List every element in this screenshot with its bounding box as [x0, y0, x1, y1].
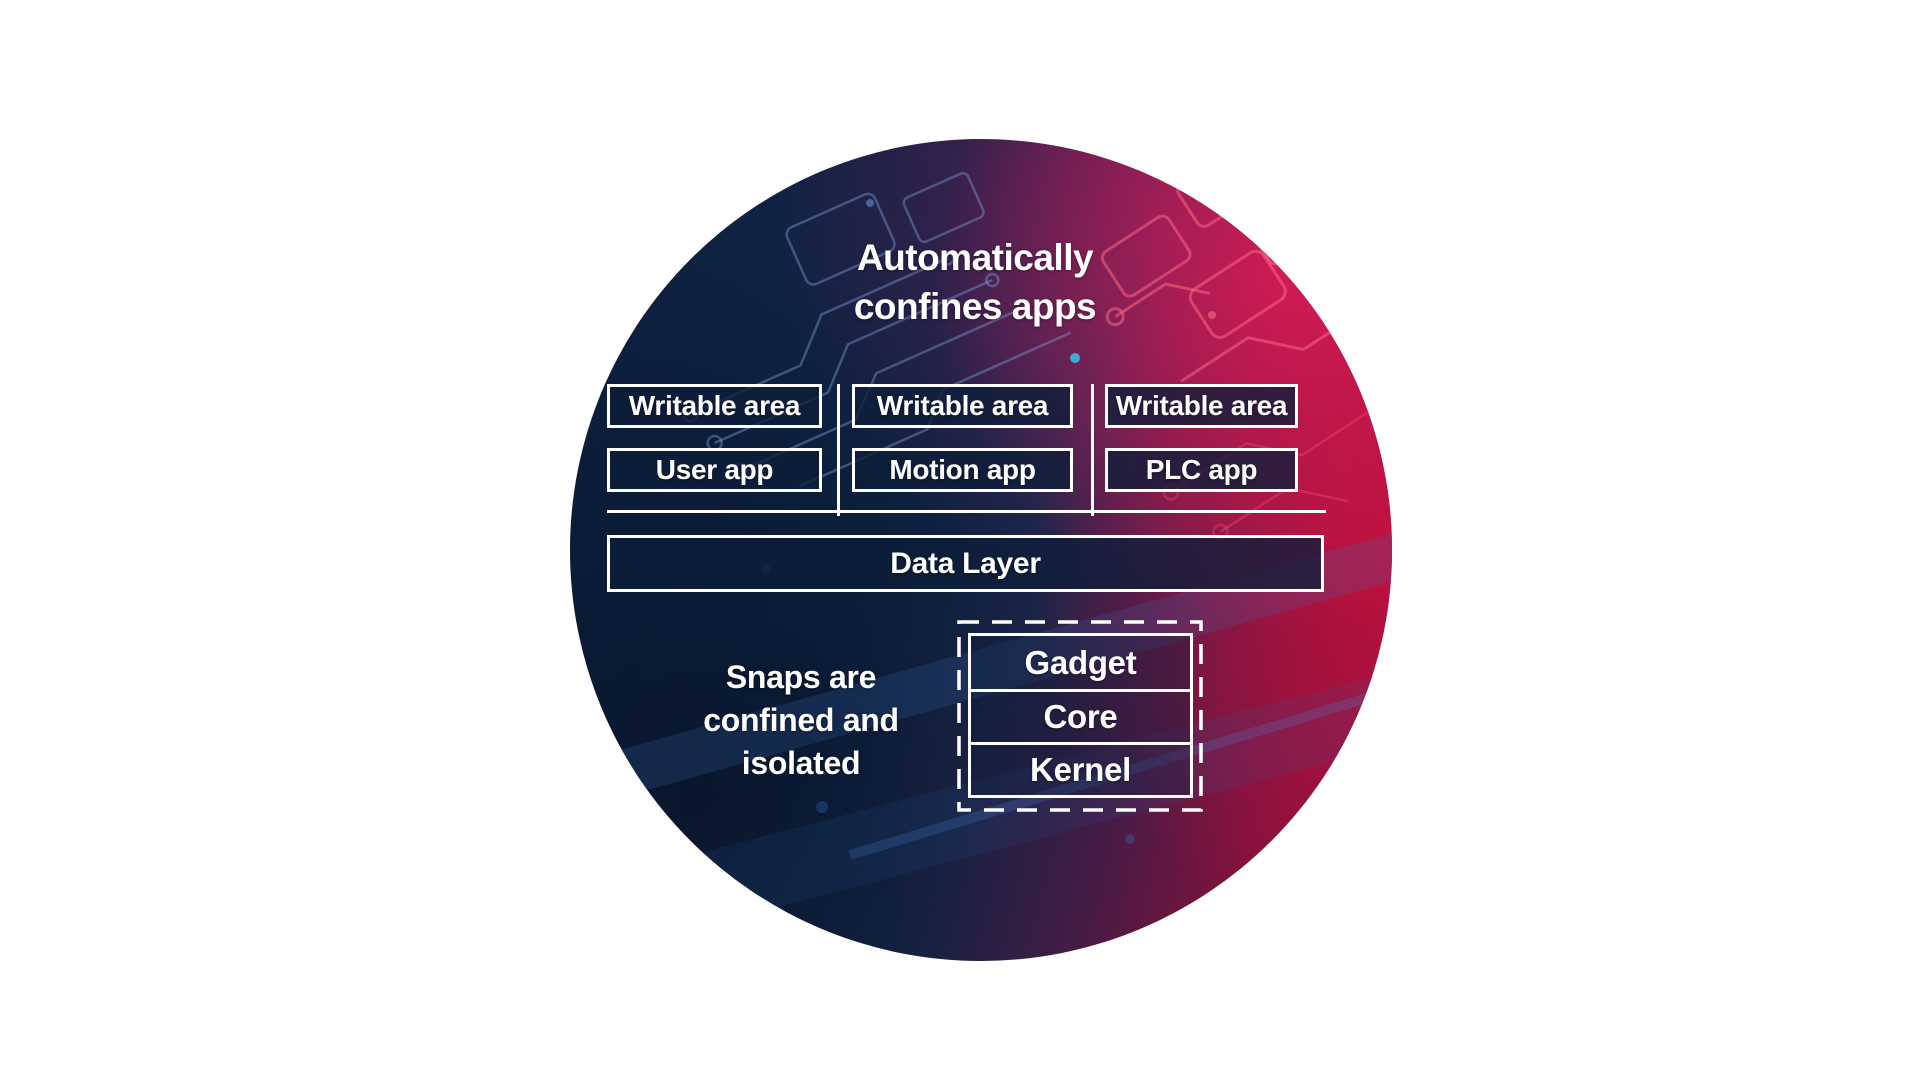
writable-area-label-1: Writable area	[628, 390, 801, 421]
diagram-title-line1: Automatically	[856, 237, 1094, 278]
snap-confinement-diagram: Automatically confines apps Writable are…	[570, 139, 1392, 961]
plc-app-label: PLC app	[1145, 454, 1258, 485]
column-divider-1	[837, 384, 840, 516]
base-snaps-group: Gadget Core Kernel	[957, 620, 1203, 812]
user-app-box: User app	[607, 448, 822, 492]
side-note-line2: confined and	[703, 702, 899, 738]
data-layer-box: Data Layer	[607, 535, 1324, 592]
data-layer-label: Data Layer	[890, 546, 1041, 580]
diagram-content: Automatically confines apps Writable are…	[570, 139, 1392, 961]
kernel-label: Kernel	[1030, 751, 1131, 788]
gadget-box: Gadget	[971, 636, 1190, 689]
apps-baseline-rule	[607, 510, 1326, 513]
diagram-title: Automatically confines apps	[775, 233, 1175, 331]
plc-app-box: PLC app	[1105, 448, 1298, 492]
column-divider-2	[1091, 384, 1094, 516]
motion-app-label: Motion app	[889, 454, 1036, 485]
gadget-label: Gadget	[1024, 643, 1137, 681]
user-app-label: User app	[655, 454, 774, 485]
core-box: Core	[971, 689, 1190, 742]
kernel-box: Kernel	[971, 742, 1190, 795]
side-note-line3: isolated	[741, 745, 861, 781]
writable-area-box-3: Writable area	[1105, 384, 1298, 428]
writable-area-label-3: Writable area	[1115, 390, 1288, 421]
dashed-border	[957, 620, 1203, 812]
side-note: Snaps are confined and isolated	[636, 656, 966, 785]
diagram-title-line2: confines apps	[853, 286, 1097, 327]
core-label: Core	[1043, 698, 1118, 735]
writable-area-box-2: Writable area	[852, 384, 1073, 428]
writable-area-label-2: Writable area	[876, 390, 1049, 421]
base-snap-stack: Gadget Core Kernel	[968, 633, 1193, 798]
motion-app-box: Motion app	[852, 448, 1073, 492]
writable-area-box-1: Writable area	[607, 384, 822, 428]
side-note-line1: Snaps are	[725, 659, 877, 695]
